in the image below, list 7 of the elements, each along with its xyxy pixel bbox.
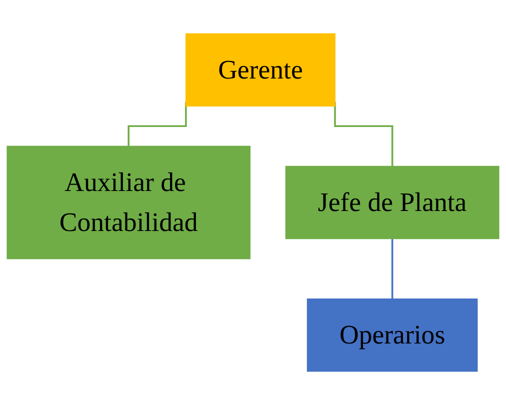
org-box: Jefe de Planta	[285, 166, 500, 240]
org-box: Operarios	[306, 298, 478, 372]
connector-line	[334, 102, 394, 168]
connector-line	[128, 102, 187, 148]
connector-line	[391, 238, 394, 300]
org-box: Auxiliar de Contabilidad	[6, 146, 250, 260]
org-box: Gerente	[185, 33, 336, 106]
